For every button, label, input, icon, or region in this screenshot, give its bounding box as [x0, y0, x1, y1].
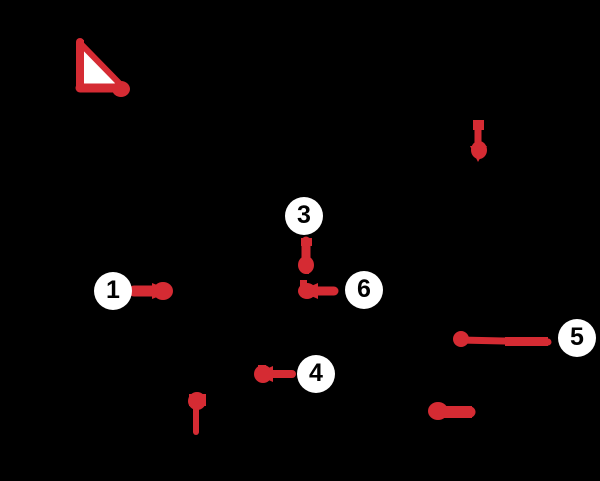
callout-marker-6-label: 6 — [357, 275, 371, 303]
callout-marker-5-label: 5 — [570, 323, 584, 351]
arrow-left-marker-4-icon — [254, 365, 296, 383]
arrow-down-marker-3-icon — [298, 236, 314, 274]
arrow-right-marker-1-icon — [128, 282, 173, 300]
arrow-down-unlabeled-top-right-icon — [470, 120, 487, 162]
callout-marker-5[interactable]: 5 — [558, 319, 596, 357]
triangle-flag-outline-top-left-icon — [75, 38, 130, 97]
callout-marker-1-label: 1 — [106, 276, 120, 304]
callout-marker-3-label: 3 — [297, 201, 311, 229]
arrow-up-unlabeled-bottom-left-icon — [188, 392, 206, 435]
arrow-right-unlabeled-bottom-right-icon — [428, 402, 476, 420]
callout-marker-6[interactable]: 6 — [345, 271, 383, 309]
callout-marker-1[interactable]: 1 — [94, 272, 132, 310]
arrow-left-marker-6-icon — [298, 280, 339, 299]
arrow-left-line-marker-5-icon — [453, 331, 552, 347]
callout-marker-4-label: 4 — [309, 359, 323, 387]
callout-marker-3[interactable]: 3 — [285, 197, 323, 235]
callout-marker-4[interactable]: 4 — [297, 355, 335, 393]
